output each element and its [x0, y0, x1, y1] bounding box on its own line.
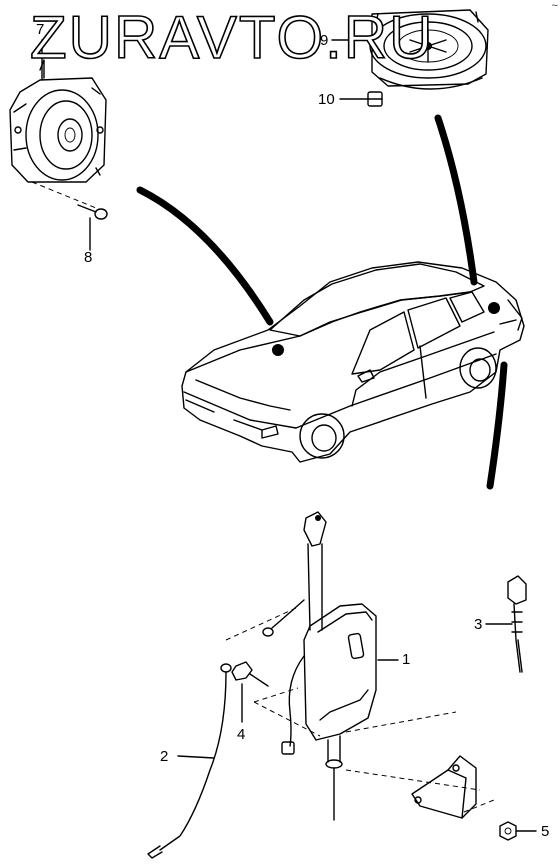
- screw-8: [77, 204, 108, 220]
- callout-8: 8: [84, 249, 93, 266]
- antenna-cable-2: [147, 663, 232, 859]
- connector-3: [507, 575, 527, 673]
- callout-3: 3: [474, 616, 483, 633]
- callout-4: 4: [237, 726, 246, 743]
- callout-2: 2: [160, 748, 169, 765]
- dash-outlines: [225, 607, 495, 813]
- callout-10: 10: [318, 91, 335, 108]
- pointer-antenna: [486, 361, 508, 490]
- rear-speaker-9: [369, 9, 489, 90]
- watermark: ZURAVTO.RU: [29, 4, 435, 71]
- leader-2: [177, 755, 215, 759]
- clip-10: [367, 91, 383, 107]
- front-speaker-7: [9, 59, 107, 183]
- antenna-wire-harness: [262, 599, 305, 755]
- leader-dash-8: [31, 181, 97, 209]
- callout-7: 7: [36, 21, 45, 38]
- antenna-motor-1: [303, 603, 377, 821]
- pointer-front-speaker: [136, 186, 274, 326]
- mount-bracket: [411, 755, 477, 819]
- corner-mark: ~: [551, 0, 558, 12]
- nut-5: [499, 821, 517, 841]
- bolt-4: [231, 661, 269, 687]
- callout-9: 9: [320, 32, 329, 49]
- callout-1: 1: [402, 651, 411, 668]
- antenna-mast: [303, 511, 327, 631]
- callout-5: 5: [541, 823, 550, 840]
- pointer-rear-speaker: [434, 114, 478, 286]
- car-illustration: [181, 261, 525, 463]
